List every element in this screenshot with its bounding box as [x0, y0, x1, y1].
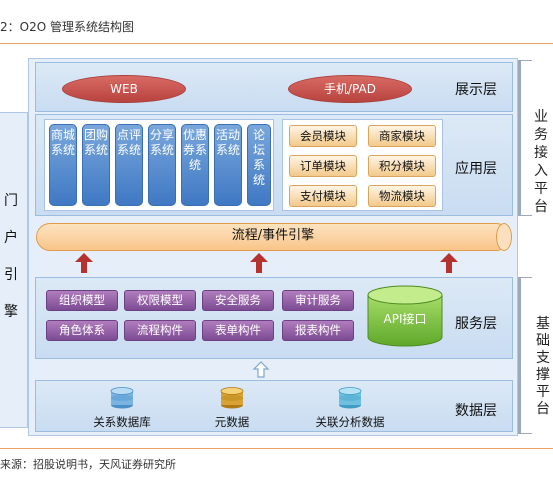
portal-char-4: 擎: [4, 304, 18, 320]
business-platform-label: 业务接入平台: [534, 109, 548, 215]
up-arrow-left: [75, 253, 93, 273]
relational-database-label: 关系数据库: [93, 415, 151, 429]
application-layer-label: 应用层: [455, 161, 497, 177]
module-payment: 支付模块: [289, 185, 357, 207]
portal-char-2: 户: [4, 230, 18, 246]
module-order: 订单模块: [289, 155, 357, 177]
service-permission-model: 权限模型: [124, 290, 196, 311]
system-box-activity: 活动系统: [214, 124, 242, 206]
foundation-bracket-bottom-cap: [518, 433, 532, 434]
system-label-activity: 活动系统: [215, 128, 240, 157]
process-event-engine: 流程/事件引擎: [36, 223, 510, 251]
service-process-component: 流程构件: [124, 320, 196, 341]
up-arrow-right: [440, 253, 458, 273]
relational-database-icon: [110, 387, 134, 409]
system-label-groupbuy: 团购系统: [83, 128, 108, 157]
service-report-component: 报表构件: [282, 320, 354, 341]
display-layer-label: 展示层: [455, 82, 497, 98]
data-layer-label: 数据层: [455, 403, 497, 419]
business-bracket-top-cap: [518, 60, 532, 61]
module-points: 积分模块: [368, 155, 436, 177]
system-label-mall: 商城系统: [50, 128, 75, 157]
mobile-pad-ellipse: 手机/PAD: [288, 75, 412, 103]
system-label-share: 分享系统: [149, 128, 174, 157]
service-role-system: 角色体系: [46, 320, 118, 341]
service-audit: 审计服务: [282, 290, 354, 311]
metadata-icon: [220, 387, 244, 409]
metadata-label: 元数据: [214, 415, 250, 429]
title-divider: [0, 43, 553, 44]
portal-engine-column: [0, 112, 28, 428]
service-layer-label: 服务层: [455, 316, 497, 332]
foundation-bracket-bar: [518, 277, 521, 434]
portal-char-3: 引: [4, 267, 18, 283]
foundation-bracket-top-cap: [518, 277, 532, 278]
system-box-forum: 论坛系统: [247, 124, 271, 206]
module-logistics: 物流模块: [368, 185, 436, 207]
source-divider: [0, 448, 553, 449]
system-box-coupon: 优惠券系统: [181, 124, 209, 206]
web-ellipse: WEB: [62, 75, 186, 103]
engine-pipe-end: [496, 223, 512, 251]
system-box-groupbuy: 团购系统: [82, 124, 110, 206]
system-label-coupon: 优惠券系统: [182, 128, 207, 172]
system-label-review: 点评系统: [116, 128, 141, 157]
system-label-forum: 论坛系统: [252, 128, 265, 187]
service-form-component: 表单构件: [202, 320, 274, 341]
business-bracket-bar: [518, 60, 521, 216]
system-box-share: 分享系统: [148, 124, 176, 206]
figure-title: 2：O2O 管理系统结构图: [0, 20, 134, 34]
api-cylinder-icon: [367, 285, 443, 347]
analysis-data-label: 关联分析数据: [315, 415, 385, 429]
module-merchant: 商家模块: [368, 125, 436, 147]
service-security: 安全服务: [202, 290, 274, 311]
module-member: 会员模块: [289, 125, 357, 147]
portal-char-1: 门: [4, 193, 18, 209]
system-box-mall: 商城系统: [49, 124, 77, 206]
analysis-data-icon: [338, 387, 362, 409]
business-bracket-bottom-cap: [518, 215, 532, 216]
hollow-up-arrow-icon: [252, 361, 270, 378]
api-interface-label: API接口: [383, 312, 427, 326]
system-box-review: 点评系统: [115, 124, 143, 206]
figure-source: 来源：招股说明书，天风证券研究所: [0, 458, 176, 471]
up-arrow-middle: [250, 253, 268, 273]
foundation-platform-label: 基础支撑平台: [536, 316, 550, 417]
service-org-model: 组织模型: [46, 290, 118, 311]
